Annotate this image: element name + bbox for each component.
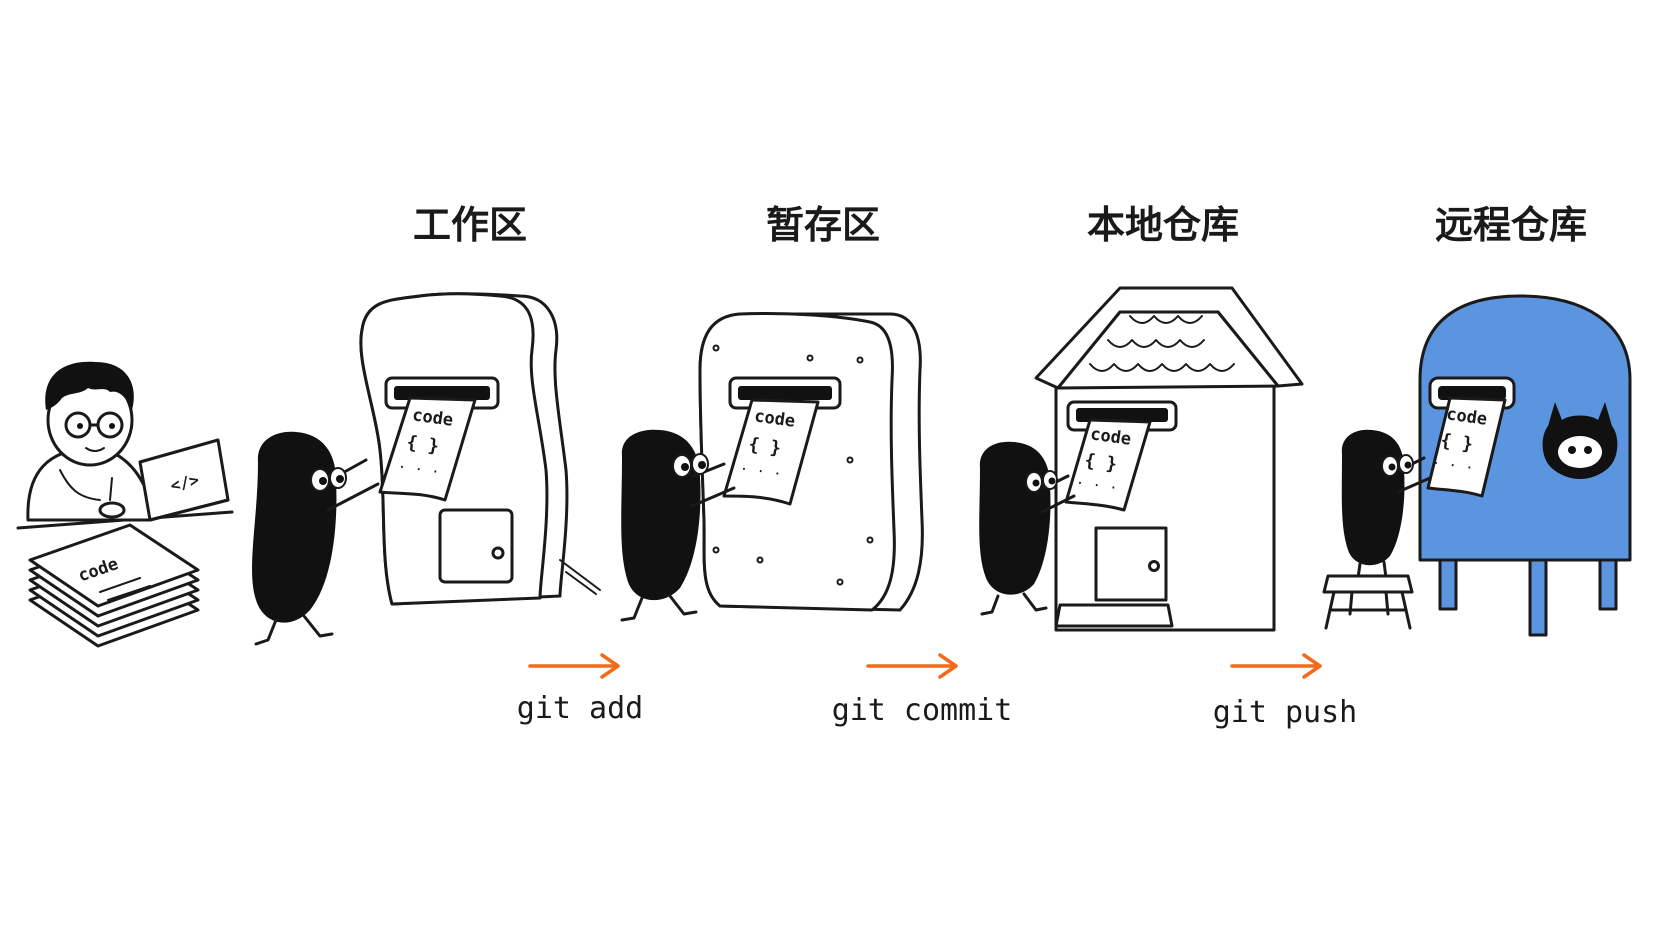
- paper-braces-2: { }: [747, 434, 782, 459]
- command-label-git-add: git add: [517, 691, 643, 726]
- developer-illustration: </>: [16, 361, 234, 530]
- document-top-sheet: [28, 523, 200, 608]
- stage-label-local-repository: 本地仓库: [1087, 203, 1239, 247]
- paper-braces-1: { }: [405, 432, 440, 457]
- house-door: [1094, 526, 1168, 602]
- paper-stage-3: code { } · · ·: [1064, 418, 1152, 512]
- stage-label-staging-area: 暂存区: [766, 203, 880, 247]
- house-step: [1054, 603, 1174, 628]
- octocat-icon: [1542, 402, 1618, 479]
- local-repository-house: [1034, 286, 1304, 632]
- paper-stage-2: code { } · · ·: [722, 398, 820, 506]
- creature-3: [979, 441, 1076, 616]
- creature-1: [252, 431, 380, 646]
- paper-dots-1: · · ·: [397, 459, 441, 481]
- paper-stage-4: code { } · · ·: [1426, 396, 1507, 498]
- creature-2: [620, 429, 736, 622]
- paper-braces-3: { }: [1083, 450, 1118, 475]
- machine-door: [438, 508, 514, 584]
- arrow-git-add: [528, 653, 620, 679]
- stage-label-working-directory: 工作区: [413, 203, 527, 247]
- code-documents-stack: code: [28, 523, 200, 648]
- stage-label-remote-repository: 远程仓库: [1435, 203, 1587, 247]
- paper-dots-3: · · ·: [1075, 475, 1119, 497]
- paper-dots-4: · · ·: [1431, 455, 1475, 477]
- arrow-git-commit: [866, 653, 958, 679]
- command-label-git-commit: git commit: [832, 693, 1013, 728]
- creature-4: [1341, 429, 1432, 580]
- laptop-base: [98, 498, 230, 522]
- paper-dots-2: · · ·: [739, 461, 783, 483]
- command-label-git-push: git push: [1213, 695, 1358, 730]
- arrow-git-push: [1230, 653, 1322, 679]
- step-stool: [1322, 574, 1414, 630]
- paper-braces-4: { }: [1439, 430, 1474, 455]
- developer-hair: [45, 361, 134, 410]
- paper-stage-1: code { } · · ·: [378, 396, 477, 502]
